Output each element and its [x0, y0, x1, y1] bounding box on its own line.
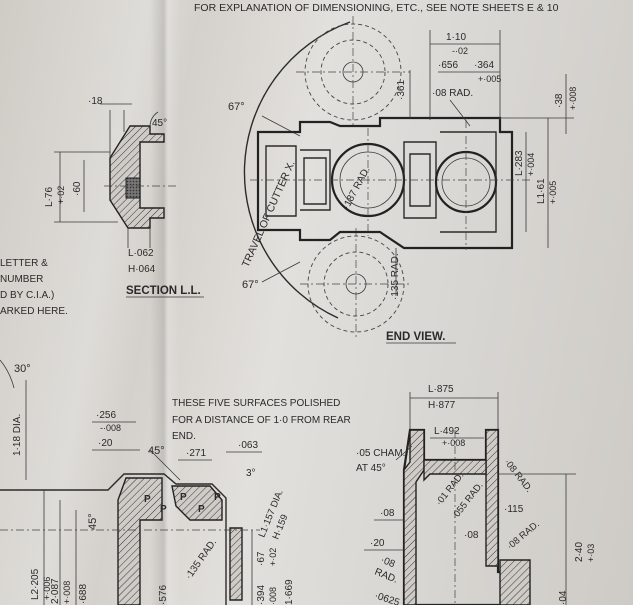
bl-dim-118dia: 1·18 DIA.	[12, 414, 23, 456]
br-hatched-right	[485, 429, 499, 567]
bl-dim-20: ·20	[98, 438, 113, 449]
left-note-line-3: D BY C.I.A.)	[0, 290, 54, 301]
section-ll-dim-h064: H·064	[128, 264, 156, 275]
end-view-dim-l283-tol: +·004	[526, 153, 536, 176]
br-cham: ·05 CHAM.	[356, 448, 405, 459]
bl-p-mark-1: P	[144, 494, 151, 505]
bl-dim-271: ·271	[186, 448, 206, 459]
end-view: 1·10 -·02 ·656 ·364 +·005 ·361 ·08 RAD. …	[228, 16, 578, 344]
br-dim-08a: ·08	[380, 508, 395, 519]
br-hatched-foot	[499, 559, 531, 605]
br-dim-08b: ·08	[464, 530, 479, 541]
end-view-rad-08: ·08 RAD.	[432, 88, 473, 99]
left-note: LETTER & NUMBER D BY C.I.A.) ARKED HERE.	[0, 258, 68, 317]
br-rad-08b: ·08 RAD.	[505, 519, 542, 553]
bl-angle-45a: 45°	[148, 445, 165, 457]
br-dim-240: 2·40	[574, 542, 585, 562]
br-dim-20: ·20	[370, 538, 385, 549]
bl-angle-3: 3°	[246, 468, 256, 479]
end-view-dim-38-tol: +·008	[568, 87, 578, 110]
bl-p-mark-5: P	[214, 492, 221, 503]
br-dim-l492: L·492	[434, 426, 460, 437]
br-dim-h877: H·877	[428, 400, 456, 411]
section-ll-knurl	[125, 177, 141, 199]
bl-dim-576: ·576	[158, 585, 169, 605]
end-view-dim-l161: L1·61	[536, 178, 547, 204]
end-view-title: END VIEW.	[386, 331, 445, 343]
header-note: FOR EXPLANATION OF DIMENSIONING, ETC., S…	[194, 2, 559, 14]
bl-p-mark-2: P	[160, 504, 167, 515]
bl-dim-2087: 2·087	[50, 578, 61, 604]
br-dim-240-tol: +·03	[586, 544, 596, 562]
bl-dim-67-tol: +·02	[268, 548, 278, 566]
bl-dim-256: ·256	[96, 410, 116, 421]
section-ll-title: SECTION L.L.	[126, 285, 201, 297]
br-rad-08a: ·08 RAD.	[502, 457, 535, 495]
end-view-dim-110-tol: -·02	[452, 46, 468, 56]
end-view-dim-l161-tol: +·005	[548, 181, 558, 204]
bl-hatched-wall-3	[229, 527, 243, 601]
end-view-dim-656: ·656	[438, 60, 458, 71]
end-view-dim-110: 1·10	[446, 32, 466, 43]
br-cham-at: AT 45°	[356, 463, 386, 474]
polish-note: THESE FIVE SURFACES POLISHED FOR A DISTA…	[149, 398, 351, 481]
bl-dim-67: ·67	[256, 551, 267, 566]
br-hatched-left	[403, 429, 425, 605]
bl-dim-688: ·688	[78, 584, 89, 604]
end-view-dim-364: ·364	[474, 60, 494, 71]
polish-note-line-2: FOR A DISTANCE OF 1·0 FROM REAR	[172, 415, 351, 426]
bl-rad-135: ·135 RAD.	[183, 537, 219, 582]
end-view-dim-364-tol: +·005	[478, 74, 501, 84]
br-dim-04: ·04	[558, 590, 569, 605]
end-view-rad-135: ·135 RAD.	[390, 253, 401, 300]
section-ll-dim-l062: L·062	[128, 248, 154, 259]
bl-angle-30: 30°	[14, 363, 31, 375]
section-ll-dim-18: ·18	[88, 96, 103, 107]
end-view-angle-bottom: 67°	[242, 279, 259, 291]
end-view-dim-l283: L·283	[514, 150, 525, 176]
end-view-dim-361: ·361	[396, 80, 407, 100]
bl-hatched-wall-1	[117, 477, 163, 605]
bl-dim-063: ·063	[238, 440, 258, 451]
section-ll-dim-60: ·60	[72, 181, 83, 196]
bl-dim-1669: 1·669	[284, 579, 295, 605]
left-note-line-2: NUMBER	[0, 274, 43, 285]
bl-dim-394-tol: ·008	[268, 587, 278, 605]
bl-dim-l2205: L2·205	[30, 568, 41, 600]
section-ll-angle-45: 45°	[152, 118, 167, 129]
end-view-outline	[256, 116, 514, 250]
cutter-bottom	[300, 228, 412, 340]
cutter-top	[296, 16, 410, 128]
polish-note-line-3: END.	[172, 431, 196, 442]
bl-p-mark-4: P	[198, 504, 205, 515]
br-rad-08c: ·08	[379, 555, 397, 571]
br-rad-word: RAD.	[373, 567, 399, 586]
end-view-travel-label: TRAVEL OF CUTTER X.	[240, 159, 298, 269]
section-ll-dim-l76: L·76	[44, 187, 55, 207]
bl-p-mark-3: P	[180, 492, 187, 503]
bl-dim-256-tol: -·008	[100, 423, 121, 433]
cutter-travel-arc	[243, 21, 351, 319]
br-dim-l492-tol: +·008	[442, 438, 465, 448]
bl-dim-394: ·394	[256, 585, 267, 605]
br-dim-0625: ·0625	[373, 590, 401, 605]
section-ll-view: ·18 45° L·76 +·02 ·60 L·062 H·064 SECTIO…	[44, 96, 204, 298]
bottom-right-view: L·875 H·877 L·492 +·008 ·05 CHAM. AT 45°…	[356, 384, 596, 605]
bl-angle-45b: 45°	[87, 513, 99, 530]
section-ll-dim-l76-tol: +·02	[56, 186, 66, 204]
br-dim-l875: L·875	[428, 384, 454, 395]
br-dim-115: ·115	[504, 504, 524, 515]
bl-dim-2087-tol: +·008	[62, 581, 72, 604]
end-view-angle-top: 67°	[228, 101, 245, 113]
bl-dim-l2205-tol: +·006	[42, 577, 52, 600]
end-view-dim-38: ·38	[554, 93, 565, 108]
left-note-line-4: ARKED HERE.	[0, 306, 68, 317]
section-ll-profile	[109, 125, 165, 229]
polish-note-line-1: THESE FIVE SURFACES POLISHED	[172, 398, 340, 409]
bottom-left-view: 30° 1·18 DIA. ·256 -·008 ·20 45° ·271 ·0…	[0, 359, 295, 605]
left-note-line-1: LETTER &	[0, 258, 48, 269]
bl-hatched-wall-2	[171, 485, 223, 521]
